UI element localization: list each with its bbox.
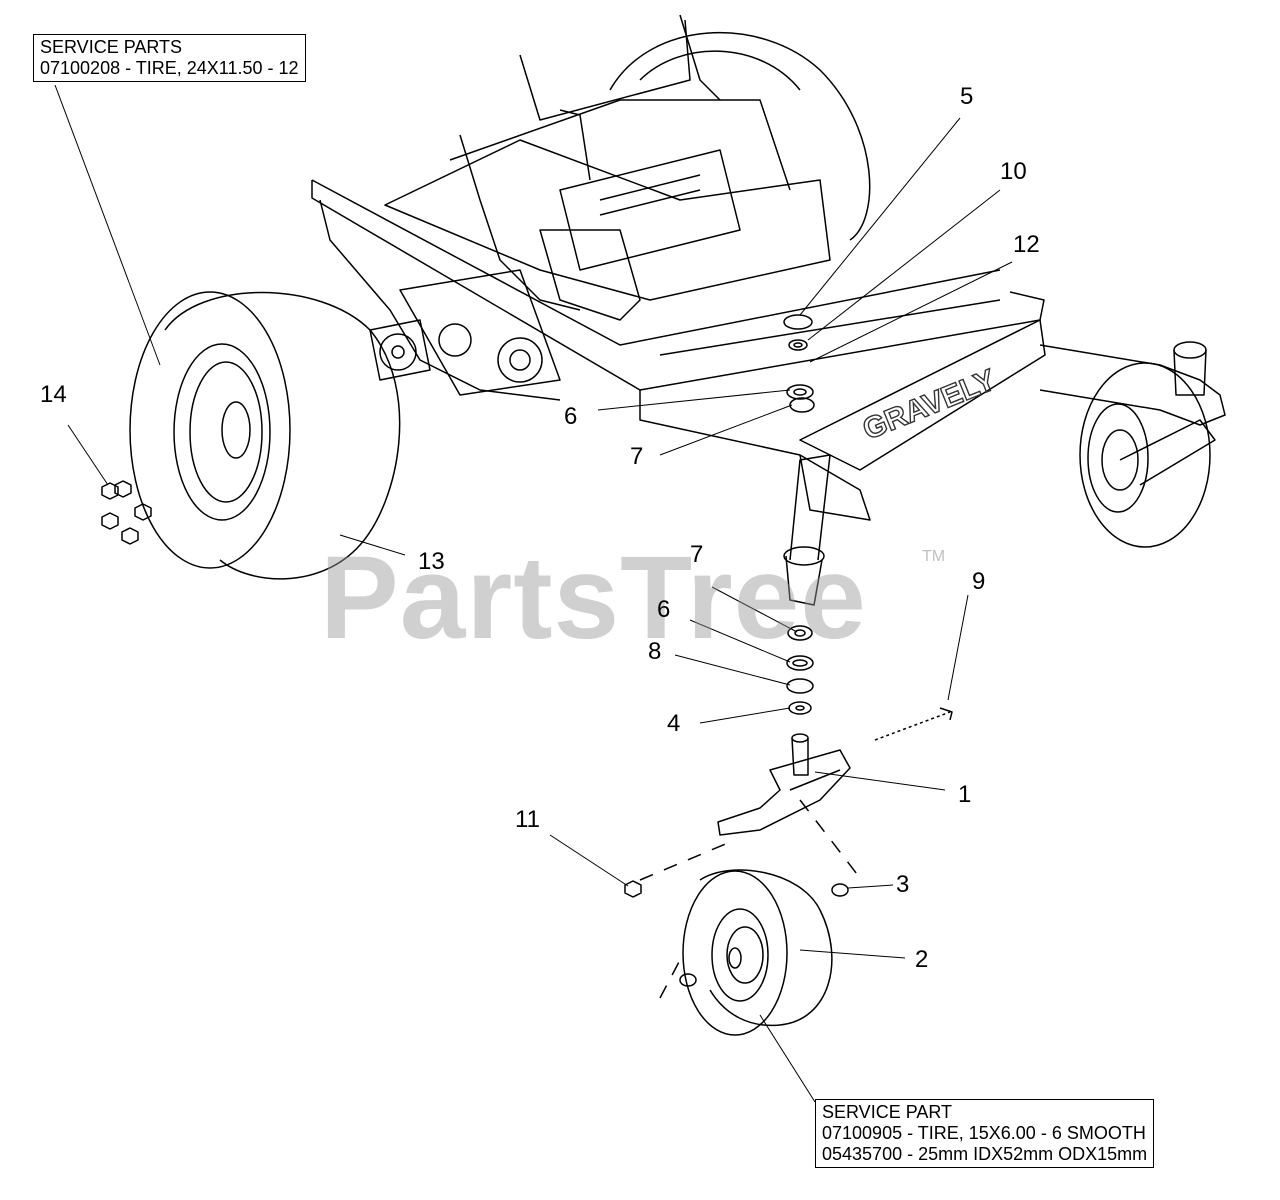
- transmission-assembly: [369, 269, 561, 396]
- watermark-trademark: TM: [922, 548, 946, 565]
- callout-1: 1: [958, 781, 972, 808]
- callout-7-upper: 7: [630, 443, 644, 470]
- rear-right-tire: [609, 31, 871, 241]
- callout-4: 4: [667, 710, 681, 737]
- front-right-caster-wheel: [1079, 362, 1216, 548]
- callout-13: 13: [418, 548, 445, 575]
- callout-5: 5: [960, 83, 974, 110]
- leader-lines: [54, 84, 1013, 1103]
- callout-10: 10: [1000, 158, 1027, 185]
- service-part-box-bottom: SERVICE PART 07100905 - TIRE, 15X6.00 - …: [815, 1099, 1155, 1168]
- service-box-line: 05435700 - 25mm IDX52mm ODX15mm: [822, 1144, 1148, 1164]
- service-parts-box-top: SERVICE PARTS 07100208 - TIRE, 24X11.50 …: [33, 34, 306, 82]
- callout-6-lower: 6: [657, 596, 671, 623]
- callout-6-upper: 6: [564, 403, 578, 430]
- hardware-nuts: [101, 480, 642, 898]
- callout-3: 3: [896, 871, 910, 898]
- front-caster-wheel: [679, 869, 849, 1036]
- service-box-heading: SERVICE PART: [822, 1102, 953, 1122]
- callout-8: 8: [648, 638, 662, 665]
- callout-2: 2: [915, 946, 929, 973]
- callout-7-lower: 7: [690, 541, 704, 568]
- service-box-line: 07100208 - TIRE, 24X11.50 - 12: [40, 58, 299, 78]
- frame-assembly: [311, 14, 1226, 606]
- callout-9: 9: [972, 568, 986, 595]
- service-box-line: 07100905 - TIRE, 15X6.00 - 6 SMOOTH: [822, 1123, 1146, 1143]
- watermark: PartsTree: [320, 532, 867, 664]
- service-box-heading: SERVICE PARTS: [40, 37, 183, 57]
- callout-11: 11: [515, 806, 540, 833]
- rear-left-tire: [129, 291, 401, 580]
- caster-fork: [639, 707, 953, 999]
- callout-12: 12: [1013, 231, 1040, 258]
- callout-14: 14: [40, 381, 67, 408]
